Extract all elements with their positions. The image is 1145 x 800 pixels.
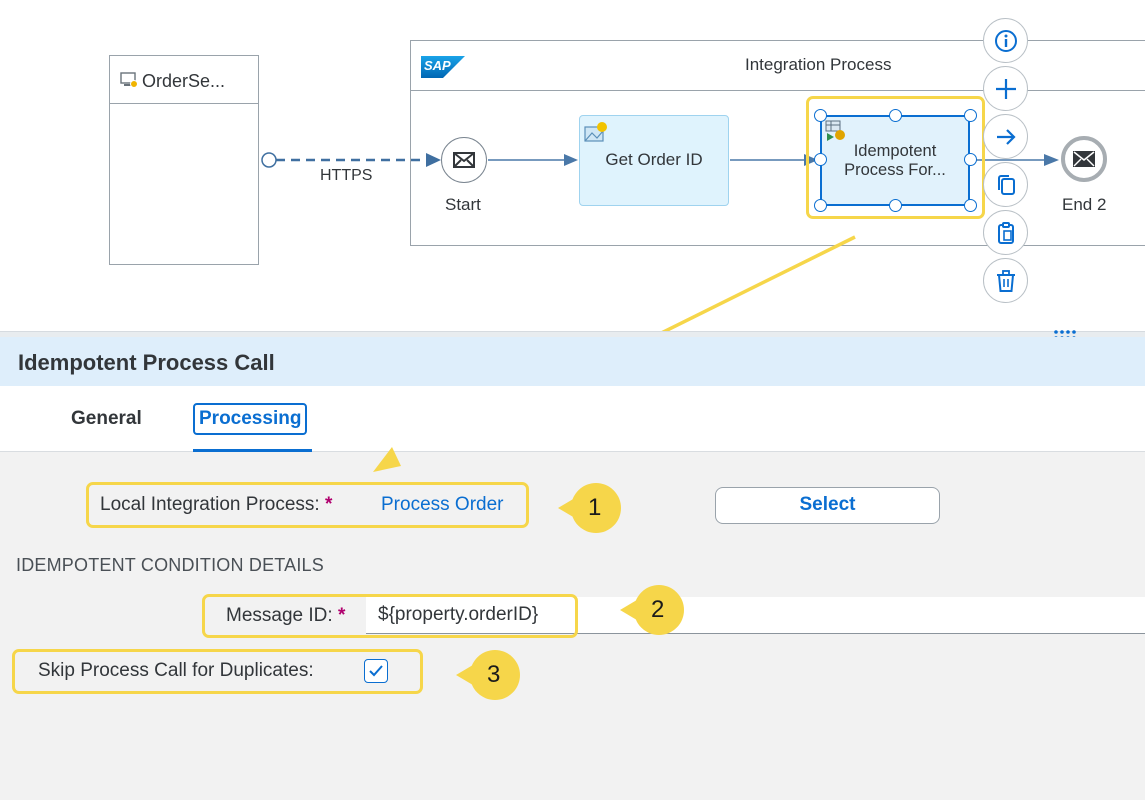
system-icon	[120, 72, 138, 88]
sap-logo-text: SAP	[424, 58, 451, 73]
skip-duplicates-label: Skip Process Call for Duplicates:	[38, 660, 314, 681]
copy-icon	[997, 174, 1015, 195]
process-call-icon	[825, 120, 845, 141]
callout-number-1: 1	[588, 494, 602, 521]
panel-splitter[interactable]	[0, 331, 1145, 338]
message-id-input[interactable]: ${property.orderID}	[366, 597, 1145, 634]
checkmark-icon	[369, 665, 383, 677]
resize-handle-nw[interactable]	[814, 109, 827, 122]
resize-handle-se[interactable]	[964, 199, 977, 212]
message-id-label-text: Message ID:	[226, 605, 333, 626]
info-icon	[994, 29, 1017, 52]
callout-number-3: 3	[487, 661, 501, 688]
connectors	[261, 152, 1059, 332]
resize-handle-sw[interactable]	[814, 199, 827, 212]
sender-label: OrderSe...	[142, 71, 226, 91]
resize-handle-n[interactable]	[889, 109, 902, 122]
connect-button[interactable]	[983, 114, 1028, 159]
section-title: IDEMPOTENT CONDITION DETAILS	[16, 555, 324, 575]
resize-handle-w[interactable]	[814, 153, 827, 166]
resize-handle-s[interactable]	[889, 199, 902, 212]
start-event[interactable]	[441, 137, 487, 183]
properties-tabs: General Processing	[0, 386, 1145, 452]
panel-title: Idempotent Process Call	[18, 350, 275, 375]
message-id-label: Message ID: *	[226, 605, 345, 627]
task-label-line2: Process For...	[844, 161, 946, 179]
end-event-label: End 2	[1062, 195, 1107, 214]
required-marker: *	[337, 605, 346, 626]
envelope-filled-icon	[1073, 151, 1095, 167]
envelope-icon	[453, 152, 475, 168]
sender-participant[interactable]: OrderSe...	[109, 55, 259, 265]
task-label: Get Order ID	[605, 150, 703, 169]
skip-duplicates-checkbox[interactable]	[364, 659, 388, 683]
local-process-label: Local Integration Process: *	[100, 494, 332, 516]
start-event-label: Start	[445, 195, 481, 214]
pool-title: Integration Process	[745, 55, 892, 74]
task-label-line1: Idempotent	[853, 142, 937, 160]
arrow-right-icon	[996, 128, 1016, 145]
callout-number-2: 2	[651, 596, 665, 623]
task-get-order-id[interactable]: Get Order ID	[579, 115, 729, 206]
required-marker: *	[324, 494, 333, 515]
info-button[interactable]	[983, 18, 1028, 63]
tab-processing[interactable]: Processing	[193, 403, 308, 435]
highlight-message-id	[202, 594, 578, 638]
properties-header: Idempotent Process Call	[0, 337, 1145, 386]
paste-icon	[997, 221, 1014, 244]
add-button[interactable]	[983, 66, 1028, 111]
tab-general[interactable]: General	[71, 408, 142, 429]
connection-label: HTTPS	[320, 167, 373, 184]
task-idempotent-process-call[interactable]: Idempotent Process For...	[820, 115, 970, 206]
delete-button[interactable]	[983, 258, 1028, 303]
sender-header: OrderSe...	[110, 56, 258, 104]
highlight-skip-duplicates	[12, 649, 423, 694]
resize-handle-ne[interactable]	[964, 109, 977, 122]
content-modifier-icon	[584, 122, 607, 142]
end-event[interactable]	[1061, 136, 1107, 182]
highlight-local-process	[86, 482, 529, 528]
active-tab-indicator	[193, 449, 312, 453]
plus-icon	[995, 78, 1016, 99]
pool-header: SAP Integration Process	[411, 41, 1145, 91]
select-button[interactable]: Select	[715, 487, 940, 524]
local-process-label-text: Local Integration Process:	[100, 494, 320, 515]
task-label: Idempotent Process For...	[822, 142, 968, 180]
resize-handle-e[interactable]	[964, 153, 977, 166]
sap-logo-icon	[421, 56, 465, 78]
local-process-link[interactable]: Process Order	[381, 494, 504, 515]
paste-button[interactable]	[983, 210, 1028, 255]
trash-icon	[996, 269, 1015, 292]
highlight-idempotent-task	[806, 96, 985, 219]
copy-button[interactable]	[983, 162, 1028, 207]
